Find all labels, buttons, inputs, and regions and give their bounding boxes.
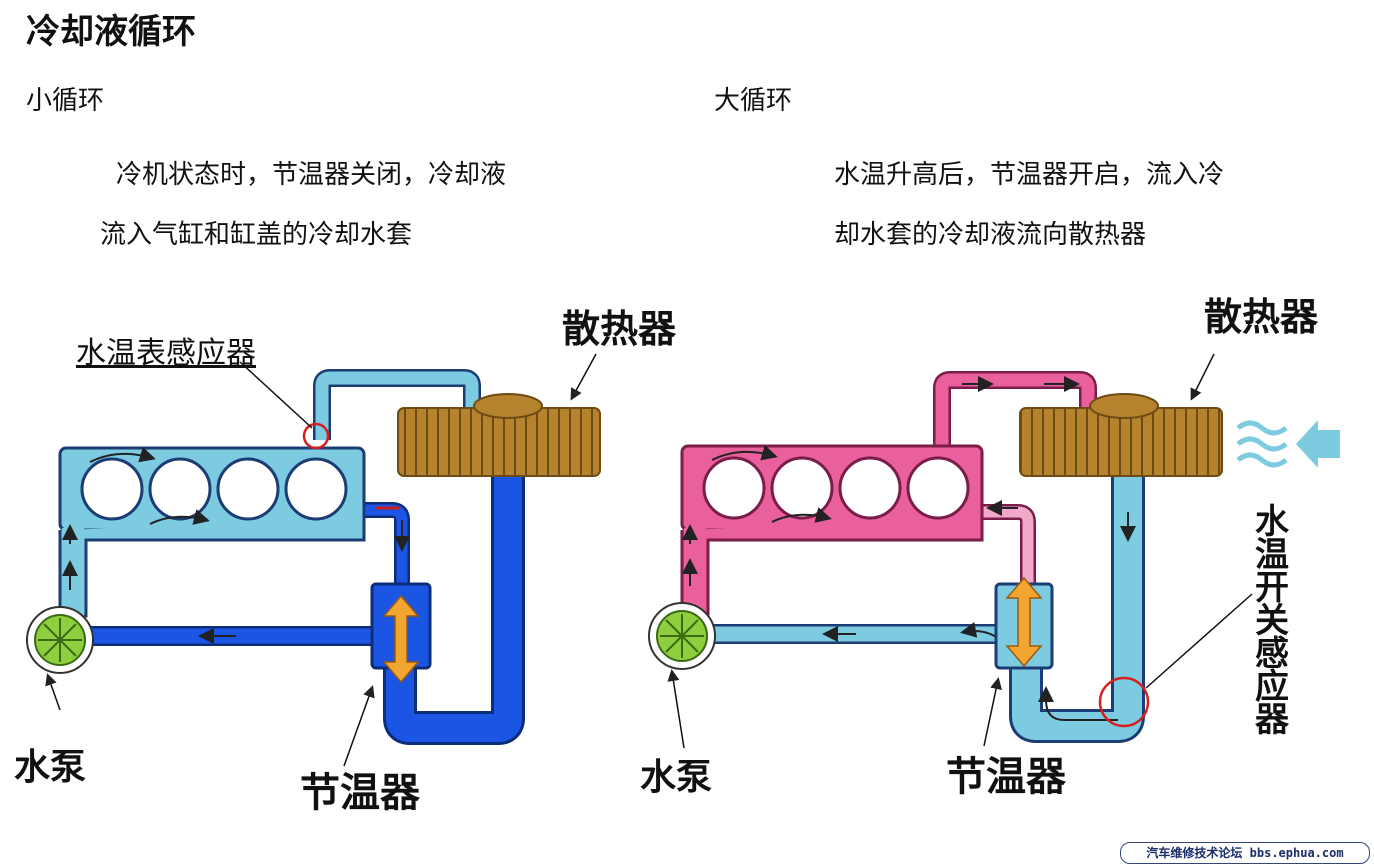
switch-sensor-char: 开 bbox=[1255, 568, 1289, 608]
left-sensor-marker bbox=[302, 422, 330, 450]
right-cylinder-4 bbox=[906, 456, 970, 520]
air-flow-icon bbox=[1236, 420, 1340, 468]
large-loop-heading: 大循环 bbox=[714, 86, 793, 116]
left-cylinder-4 bbox=[284, 457, 348, 521]
right-switch-sensor-marker bbox=[1098, 676, 1150, 728]
large-loop-diagram bbox=[648, 353, 1340, 749]
left-bypass-hose bbox=[360, 502, 410, 586]
left-cylinder-1 bbox=[80, 457, 144, 521]
left-thermostat-arrow bbox=[382, 594, 420, 684]
switch-sensor-char: 器 bbox=[1255, 700, 1289, 740]
switch-sensor-char: 水 bbox=[1255, 502, 1289, 542]
left-radiator-label: 散热器 bbox=[562, 306, 677, 351]
large-loop-desc-line1: 水温升高后，节温器开启，流入冷 bbox=[834, 160, 1225, 190]
watermark: 汽车维修技术论坛 bbs.ephua.com bbox=[1120, 842, 1370, 864]
right-cylinder-2 bbox=[770, 456, 834, 520]
switch-sensor-char: 关 bbox=[1255, 601, 1289, 641]
right-bypass-hose bbox=[980, 504, 1036, 586]
left-cylinder-2 bbox=[148, 457, 212, 521]
right-cylinder-1 bbox=[702, 456, 766, 520]
right-switch-sensor-label: 水 温 开 关 感 应 器 bbox=[1250, 502, 1294, 740]
left-pump-label: 水泵 bbox=[14, 746, 87, 788]
small-loop-diagram bbox=[26, 353, 601, 767]
left-sensor-label: 水温表感应器 bbox=[76, 336, 256, 371]
right-thermostat-arrow bbox=[1005, 576, 1043, 668]
right-cylinder-3 bbox=[838, 456, 902, 520]
switch-sensor-char: 应 bbox=[1255, 667, 1289, 707]
switch-sensor-char: 温 bbox=[1255, 535, 1289, 575]
right-radiator-label: 散热器 bbox=[1204, 294, 1319, 339]
right-thermostat-label: 节温器 bbox=[946, 753, 1066, 800]
large-loop-desc-line2: 却水套的冷却液流向散热器 bbox=[834, 220, 1147, 250]
left-cylinder-3 bbox=[216, 457, 280, 521]
small-loop-heading: 小循环 bbox=[26, 86, 105, 116]
right-pump-label: 水泵 bbox=[640, 756, 713, 798]
switch-sensor-char: 感 bbox=[1255, 634, 1289, 674]
small-loop-desc-line1: 冷机状态时，节温器关闭，冷却液 bbox=[116, 160, 507, 190]
small-loop-desc-line2: 流入气缸和缸盖的冷却水套 bbox=[100, 220, 413, 250]
page-title: 冷却液循环 bbox=[26, 12, 196, 52]
left-thermostat-label: 节温器 bbox=[300, 769, 420, 816]
